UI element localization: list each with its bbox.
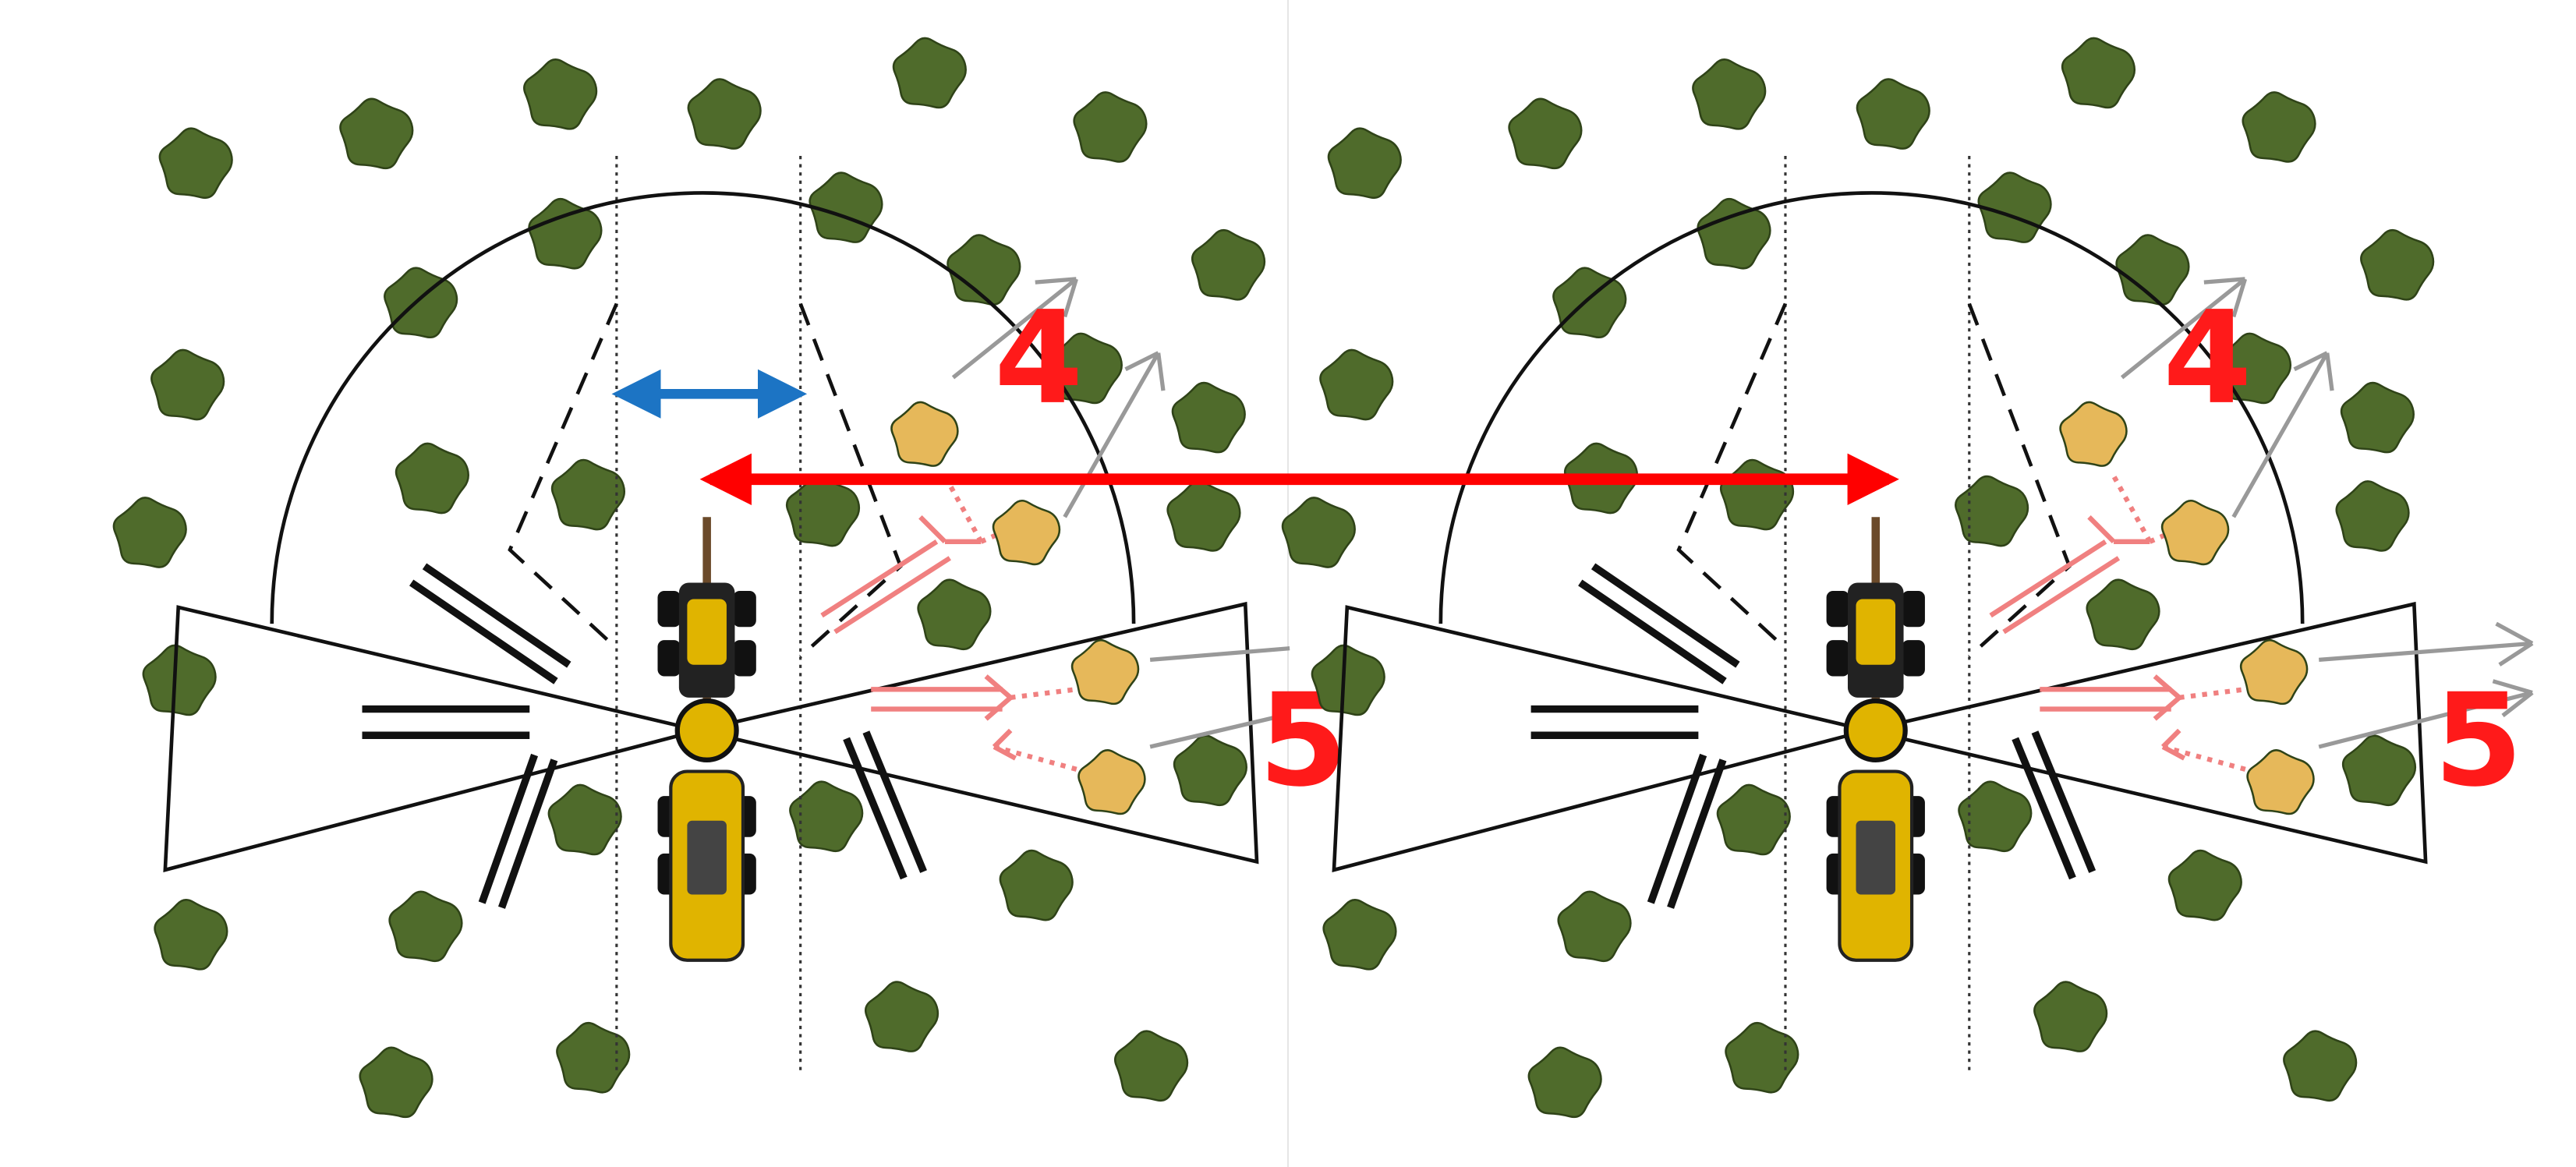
- felled-tree-icon: [2160, 500, 2230, 566]
- label-4: 4: [2163, 284, 2252, 433]
- tree-icon: [789, 780, 864, 853]
- felled-tree-icon: [992, 500, 1061, 566]
- tree-icon: [1114, 1030, 1189, 1102]
- tree-icon: [528, 197, 603, 270]
- felled-tree-icon: [2239, 638, 2309, 706]
- tree-icon: [547, 783, 622, 856]
- felled-tree-icon: [1077, 749, 1146, 815]
- tree-icon: [1048, 332, 1123, 405]
- tree-icon: [1955, 475, 2029, 547]
- tree-icon: [1319, 348, 1394, 421]
- tree-icon: [892, 37, 967, 109]
- tree-icon: [2283, 1030, 2358, 1102]
- tree-icon: [1281, 497, 1356, 568]
- tree-icon: [2335, 480, 2410, 552]
- felled-trees: [890, 401, 1146, 815]
- tree-icon: [388, 890, 463, 963]
- tree-icon: [550, 458, 625, 531]
- panel-left: 4 5: [112, 37, 1347, 1119]
- panel-right: 4 5: [1281, 37, 2534, 1119]
- tree-icon: [2061, 37, 2136, 109]
- tree-icon: [1191, 228, 1266, 301]
- tree-icon: [2340, 381, 2415, 454]
- felled-tree-paths: [1989, 475, 2254, 774]
- tree-icon: [2217, 332, 2292, 405]
- direction-arrows: [951, 277, 1290, 749]
- direction-arrows: [2120, 277, 2534, 749]
- tree-icon: [2242, 91, 2316, 163]
- tree-icon: [999, 849, 1074, 921]
- tree-icon: [142, 644, 217, 716]
- tree-icon: [785, 475, 861, 547]
- tree-icon: [2167, 849, 2242, 921]
- tree-icon: [1719, 458, 1795, 531]
- felled-trees: [2059, 401, 2315, 815]
- felled-tree-icon: [890, 401, 959, 467]
- tree-icon: [1322, 899, 1397, 971]
- tree-icon: [1527, 1046, 1602, 1119]
- tree-icon: [1173, 734, 1247, 807]
- tree-icon: [1697, 197, 1771, 270]
- felled-tree-icon: [2246, 749, 2315, 815]
- tree-icon: [1557, 890, 1632, 963]
- tree-icon: [1958, 780, 2033, 853]
- log-piles: [362, 563, 927, 909]
- tree-icon: [1725, 1021, 1799, 1094]
- tree-icon: [1073, 91, 1148, 163]
- tree-icon: [687, 78, 762, 150]
- forest-machine-icon: [1826, 517, 1925, 962]
- strip-road-guides: [615, 156, 802, 1076]
- tree-icon: [395, 442, 469, 515]
- tree-icon: [865, 981, 939, 1052]
- tree-icon: [1171, 381, 1246, 454]
- tree-icon: [556, 1021, 631, 1094]
- tree-icon: [150, 348, 225, 421]
- tree-icon: [112, 497, 187, 568]
- tree-icon: [1166, 480, 1241, 552]
- tree-icon: [359, 1046, 433, 1119]
- felled-tree-icon: [1070, 638, 1140, 706]
- strip-road-guides: [1784, 156, 1971, 1076]
- tree-icon: [339, 97, 414, 170]
- boom-reach-zone: [1332, 191, 2428, 872]
- standing-trees-right: [1281, 37, 2435, 1119]
- label-5: 5: [2434, 666, 2523, 815]
- tree-icon: [2341, 734, 2417, 807]
- label-4: 4: [994, 284, 1083, 433]
- tree-icon: [1327, 127, 1402, 200]
- tree-icon: [1692, 58, 1767, 130]
- tree-icon: [1856, 78, 1930, 150]
- tree-icon: [154, 899, 228, 971]
- tree-icon: [2033, 981, 2108, 1052]
- forest-machine-icon: [657, 517, 756, 962]
- tree-icon: [1508, 97, 1583, 170]
- tree-icon: [1716, 783, 1791, 856]
- felled-tree-icon: [2059, 401, 2128, 467]
- felled-tree-paths: [820, 475, 1085, 774]
- tree-icon: [2086, 578, 2160, 651]
- tree-icon: [2360, 228, 2435, 301]
- tree-icon: [523, 58, 598, 130]
- boom-reach-zone: [163, 191, 1259, 872]
- log-piles: [1530, 563, 2097, 909]
- tree-icon: [1311, 644, 1385, 716]
- tree-icon: [917, 578, 992, 651]
- tree-icon: [158, 127, 233, 200]
